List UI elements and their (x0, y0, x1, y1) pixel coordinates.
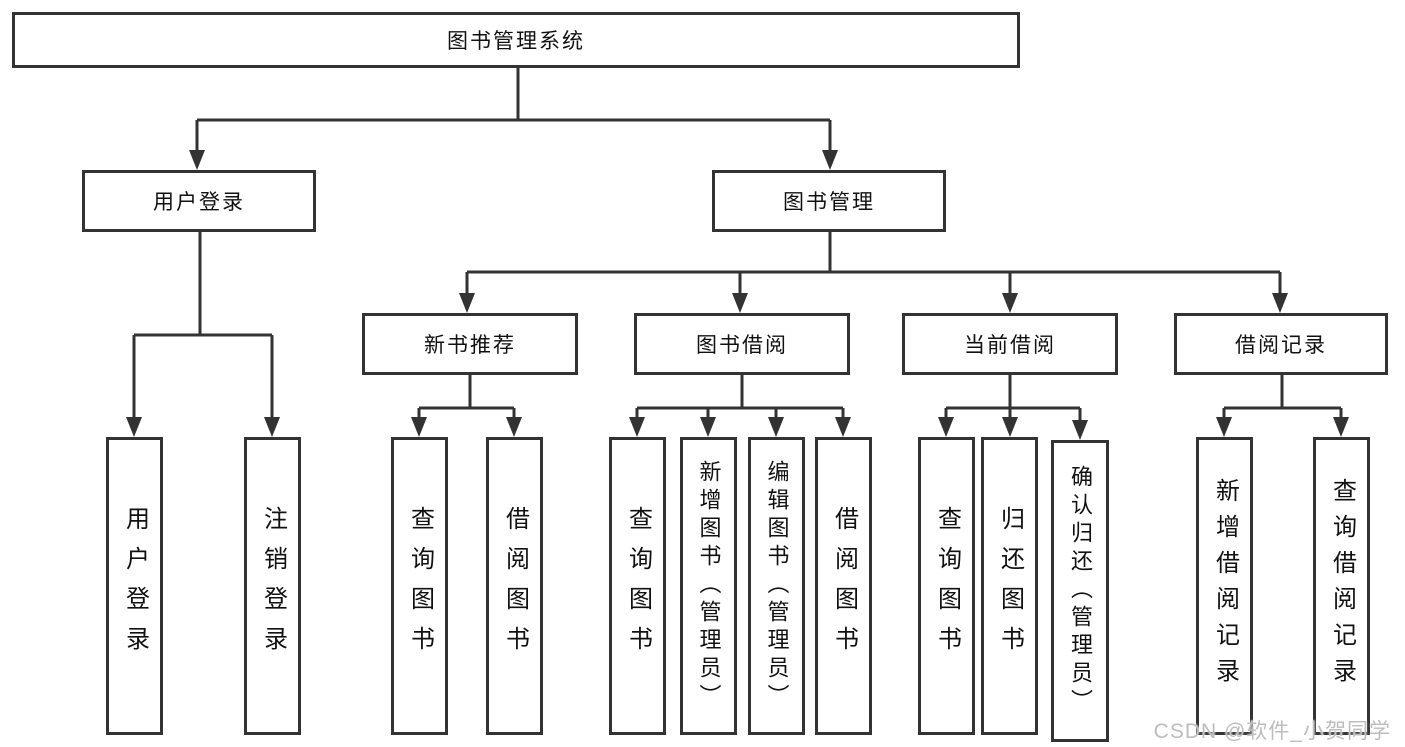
csdn-watermark: CSDN @软件_小贺同学 (1153, 720, 1391, 743)
node-label: 新书推荐 (424, 334, 516, 357)
node-label: 当前借阅 (964, 334, 1056, 357)
arrowhead-group (126, 150, 1349, 440)
leaf-label: 查询图书 (624, 506, 652, 666)
node-book-borrowing: 图书借阅 (634, 313, 850, 375)
leaf-label: 用户登录 (121, 506, 149, 666)
leaf-add-books-admin: 新增图书（管理员） (680, 437, 737, 735)
leaf-confirm-return-admin: 确认归还（管理员） (1051, 440, 1109, 742)
node-label: 图书管理系统 (447, 30, 585, 53)
leaf-label: 借阅图书 (830, 506, 858, 666)
node-library-management-system: 图书管理系统 (12, 12, 1020, 68)
leaf-return-books: 归还图书 (981, 437, 1038, 735)
leaf-logout: 注销登录 (244, 437, 301, 735)
leaf-label: 借阅图书 (501, 506, 529, 666)
leaf-label: 查询图书 (406, 506, 434, 666)
leaf-query-borrow-record: 查询借阅记录 (1313, 437, 1370, 735)
node-borrowing-records: 借阅记录 (1174, 313, 1388, 375)
leaf-query-books-current: 查询图书 (918, 437, 975, 735)
node-label: 用户登录 (153, 191, 245, 214)
leaf-query-books-recommend: 查询图书 (391, 437, 448, 735)
node-label: 图书借阅 (696, 334, 788, 357)
node-current-borrowing: 当前借阅 (902, 313, 1118, 375)
leaf-edit-books-admin: 编辑图书（管理员） (748, 437, 805, 735)
node-label: 图书管理 (783, 191, 875, 214)
leaf-query-books-borrow: 查询图书 (609, 437, 666, 735)
node-label: 借阅记录 (1235, 334, 1327, 357)
node-book-management: 图书管理 (712, 170, 946, 232)
leaf-label: 新增图书（管理员） (696, 460, 722, 712)
leaf-label: 归还图书 (996, 506, 1024, 666)
leaf-label: 注销登录 (259, 506, 287, 666)
leaf-label: 新增借阅记录 (1211, 478, 1239, 694)
leaf-borrow-books: 借阅图书 (815, 437, 872, 735)
leaf-add-borrow-record: 新增借阅记录 (1196, 437, 1253, 735)
leaf-label: 查询借阅记录 (1328, 478, 1356, 694)
node-new-book-recommendation: 新书推荐 (362, 313, 578, 375)
leaf-label: 确认归还（管理员） (1068, 465, 1093, 717)
leaf-label: 查询图书 (933, 506, 961, 666)
node-user-login: 用户登录 (82, 170, 316, 232)
leaf-label: 编辑图书（管理员） (764, 460, 790, 712)
leaf-user-login: 用户登录 (106, 437, 163, 735)
leaf-borrow-books-recommend: 借阅图书 (486, 437, 543, 735)
